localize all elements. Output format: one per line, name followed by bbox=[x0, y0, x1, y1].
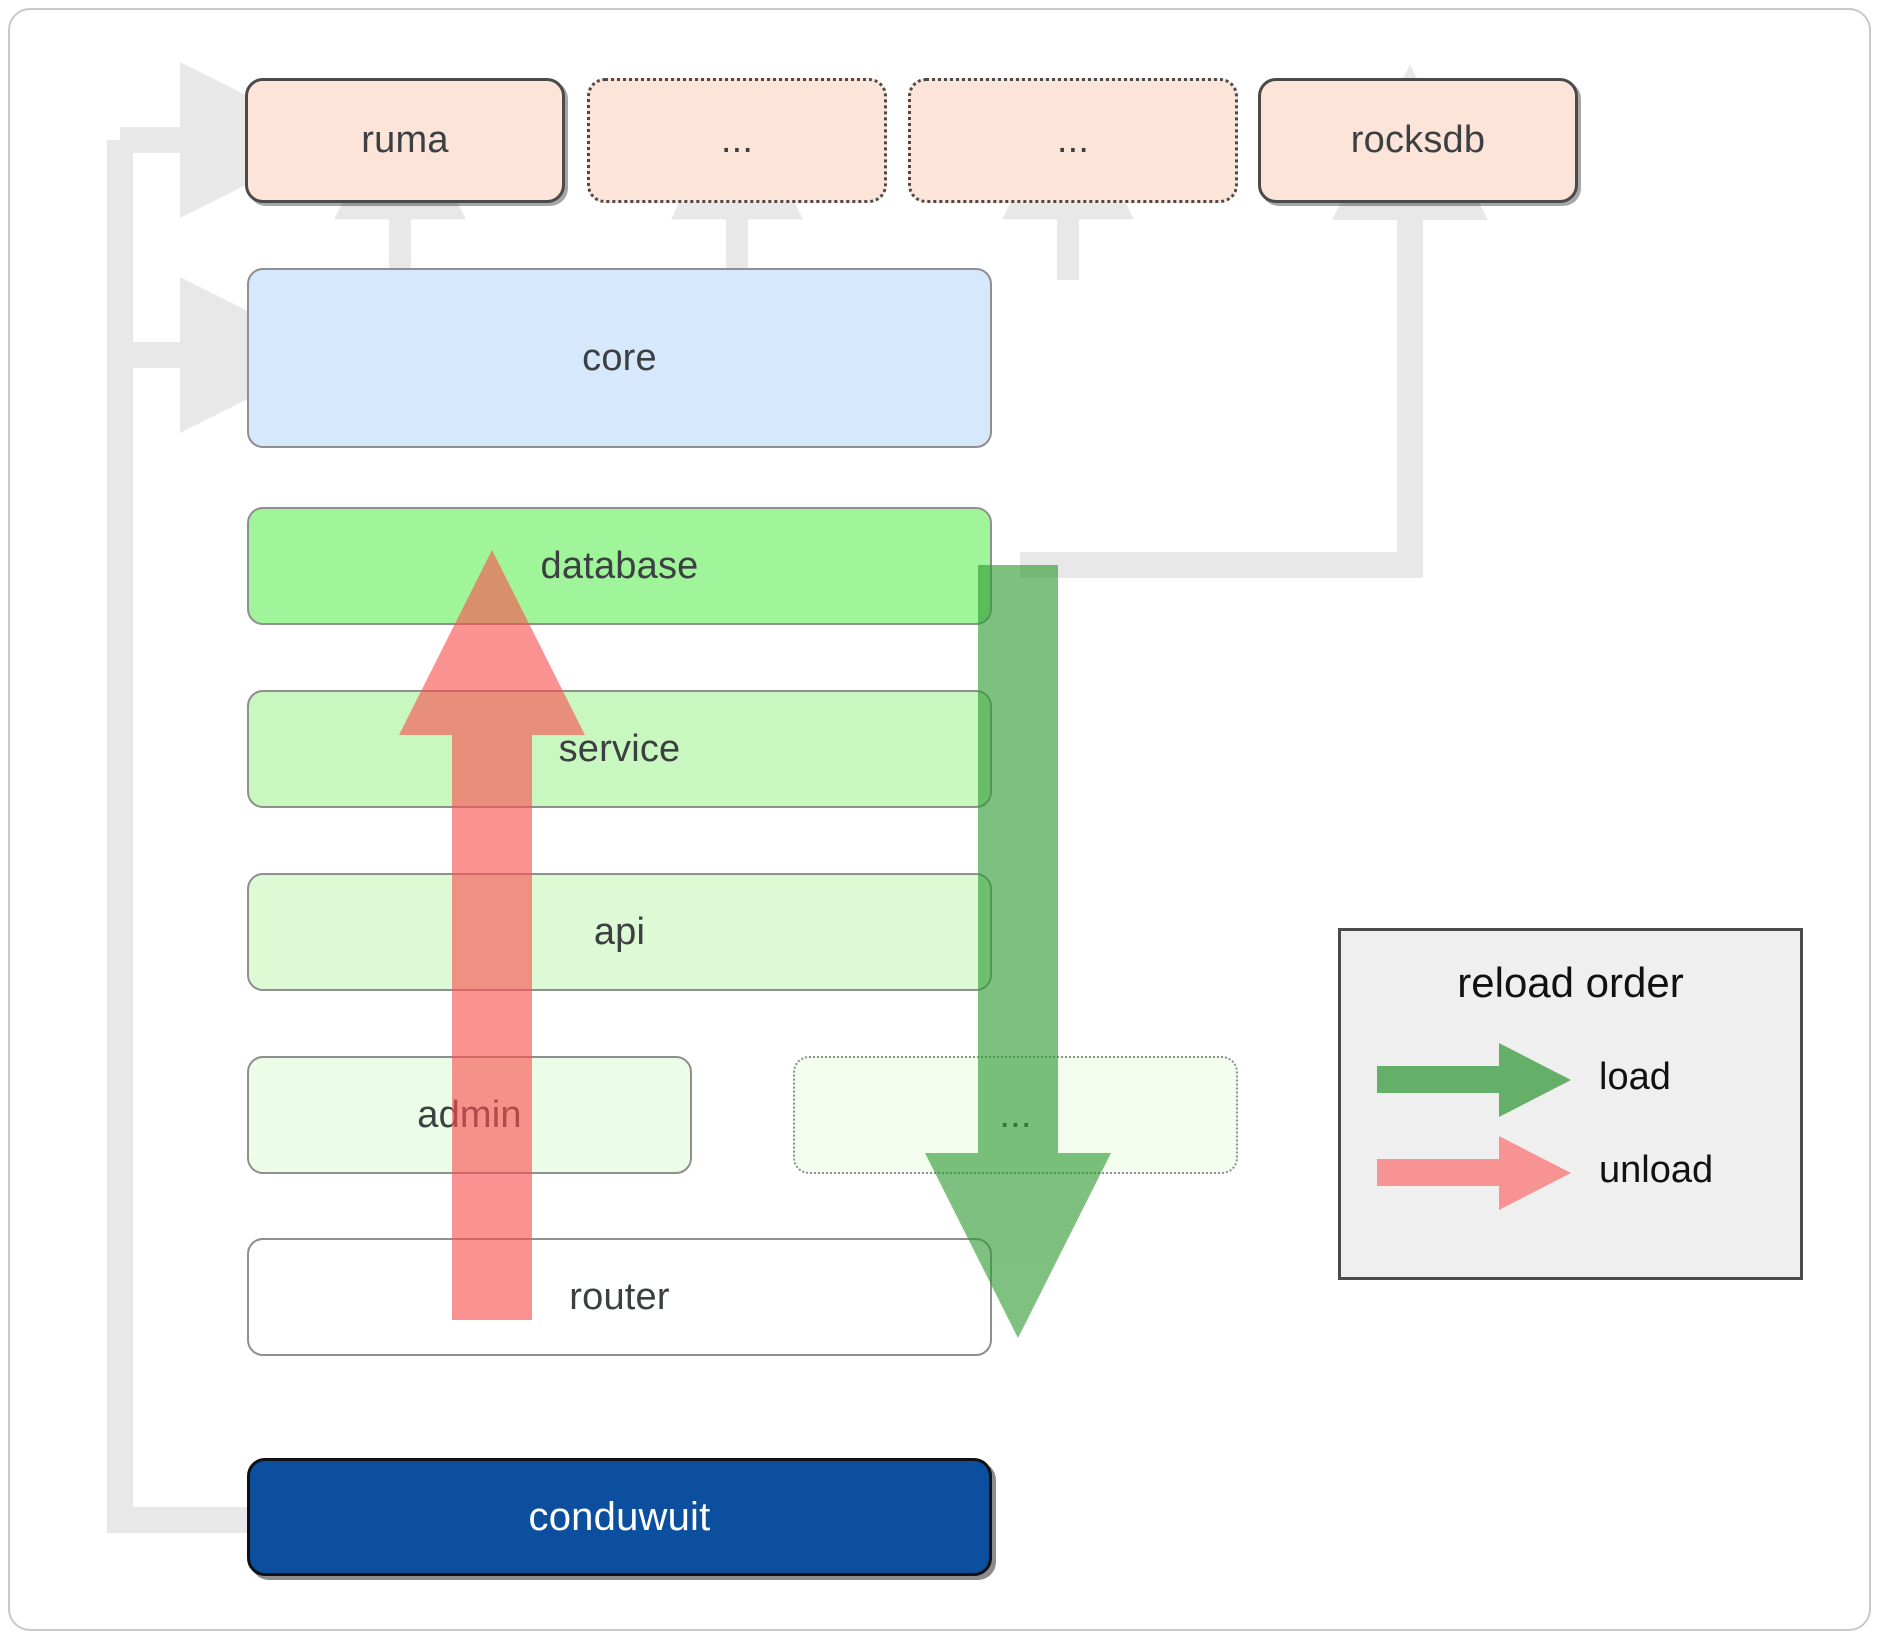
app-box-conduwuit[interactable]: conduwuit bbox=[247, 1458, 992, 1576]
layer-label-database: database bbox=[540, 544, 699, 587]
dep-box-ellipsis-2[interactable]: ... bbox=[908, 78, 1238, 203]
legend-label-load: load bbox=[1599, 1056, 1671, 1098]
dep-label-ellipsis-1: ... bbox=[720, 119, 754, 161]
dep-box-ellipsis-1[interactable]: ... bbox=[587, 78, 887, 203]
layer-box-admin[interactable]: admin bbox=[247, 1056, 692, 1174]
layer-label-admin: admin bbox=[417, 1093, 522, 1136]
layer-label-router: router bbox=[569, 1275, 670, 1318]
dep-label-ruma: ruma bbox=[361, 119, 449, 161]
dep-box-rocksdb[interactable]: rocksdb bbox=[1258, 78, 1578, 203]
layer-box-router[interactable]: router bbox=[247, 1238, 992, 1356]
layer-label-api: api bbox=[593, 910, 646, 953]
layer-box-ellipsis[interactable]: ... bbox=[793, 1056, 1238, 1174]
legend-label-unload: unload bbox=[1599, 1149, 1714, 1191]
diagram-frame bbox=[8, 8, 1871, 1631]
layer-label-service: service bbox=[558, 727, 681, 770]
legend-panel: reload order load unload bbox=[1338, 928, 1803, 1280]
layer-box-service[interactable]: service bbox=[247, 690, 992, 808]
dep-label-ellipsis-2: ... bbox=[1056, 119, 1090, 161]
legend-title: reload order bbox=[1457, 959, 1684, 1006]
layer-label-ellipsis: ... bbox=[999, 1093, 1032, 1136]
dep-label-rocksdb: rocksdb bbox=[1350, 119, 1486, 161]
layer-box-core[interactable]: core bbox=[247, 268, 992, 448]
layer-box-api[interactable]: api bbox=[247, 873, 992, 991]
layer-box-database[interactable]: database bbox=[247, 507, 992, 625]
app-label-conduwuit: conduwuit bbox=[528, 1494, 711, 1539]
legend-arrow-unload bbox=[1377, 1136, 1571, 1210]
legend-arrow-load bbox=[1377, 1043, 1571, 1117]
legend-arrows bbox=[1377, 1043, 1571, 1210]
dep-box-ruma[interactable]: ruma bbox=[245, 78, 565, 203]
layer-label-core: core bbox=[582, 336, 657, 379]
